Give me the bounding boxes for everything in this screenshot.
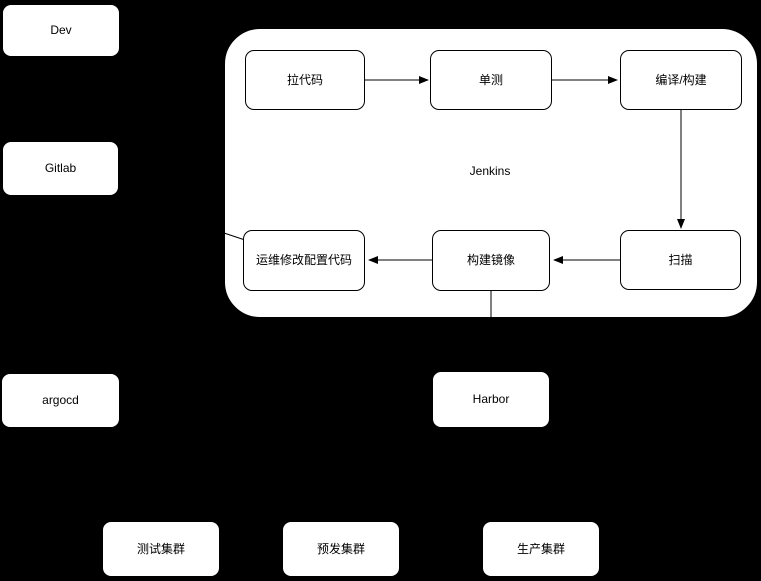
node-test-cluster-label: 测试集群	[136, 541, 185, 556]
node-scan: 扫描	[620, 230, 741, 290]
node-pull-code: 拉代码	[245, 50, 365, 110]
node-test-cluster: 测试集群	[102, 521, 220, 577]
node-argocd-label: argocd	[42, 393, 79, 408]
node-unit-test-label: 单测	[478, 72, 503, 87]
node-gitlab: Gitlab	[2, 141, 119, 196]
node-pull-code-label: 拉代码	[286, 72, 323, 87]
node-harbor: Harbor	[432, 371, 550, 428]
node-build-image-label: 构建镜像	[466, 253, 515, 268]
node-gitlab-label: Gitlab	[44, 161, 77, 176]
node-ops-modify-config: 运维修改配置代码	[243, 230, 365, 291]
node-compile-build-label: 编译/构建	[655, 72, 707, 87]
node-dev-label: Dev	[50, 23, 72, 38]
node-staging-cluster: 预发集群	[282, 521, 400, 577]
jenkins-container-label: Jenkins	[469, 164, 511, 178]
node-prod-cluster-label: 生产集群	[516, 541, 565, 556]
node-harbor-label: Harbor	[472, 392, 510, 407]
node-prod-cluster: 生产集群	[482, 521, 600, 577]
node-staging-cluster-label: 预发集群	[316, 541, 365, 556]
node-dev: Dev	[2, 4, 120, 57]
node-unit-test: 单测	[430, 50, 552, 110]
node-argocd: argocd	[1, 373, 120, 428]
node-ops-modify-config-label: 运维修改配置代码	[255, 253, 352, 268]
node-scan-label: 扫描	[668, 252, 693, 267]
node-compile-build: 编译/构建	[620, 50, 742, 110]
node-build-image: 构建镜像	[432, 230, 550, 291]
